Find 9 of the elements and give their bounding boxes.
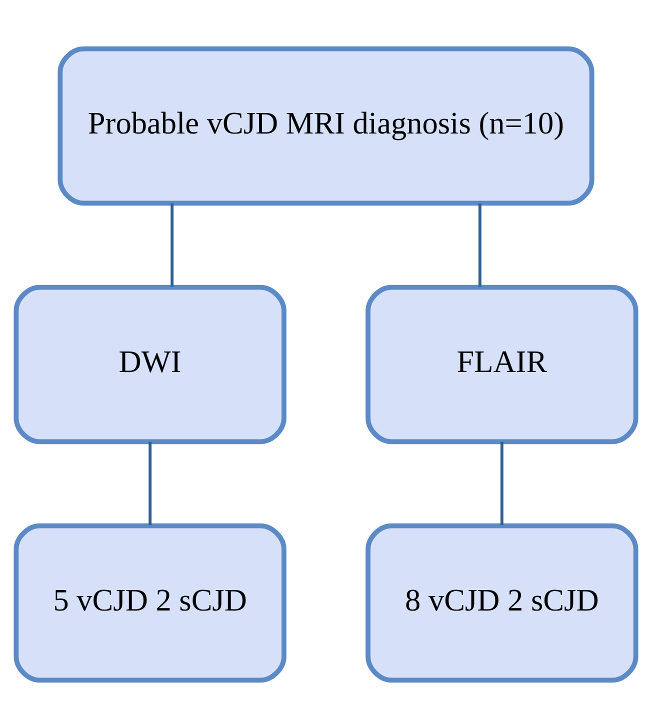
node-box: FLAIR xyxy=(366,284,638,444)
connector xyxy=(148,441,152,525)
node-box: DWI xyxy=(14,284,286,444)
node-box: 5 vCJD 2 sCJD xyxy=(14,522,286,682)
node-box: 8 vCJD 2 sCJD xyxy=(366,522,638,682)
connector xyxy=(170,202,174,286)
connector xyxy=(500,441,504,525)
connector xyxy=(478,202,482,286)
node-box: Probable vCJD MRI diagnosis (n=10) xyxy=(58,46,594,206)
